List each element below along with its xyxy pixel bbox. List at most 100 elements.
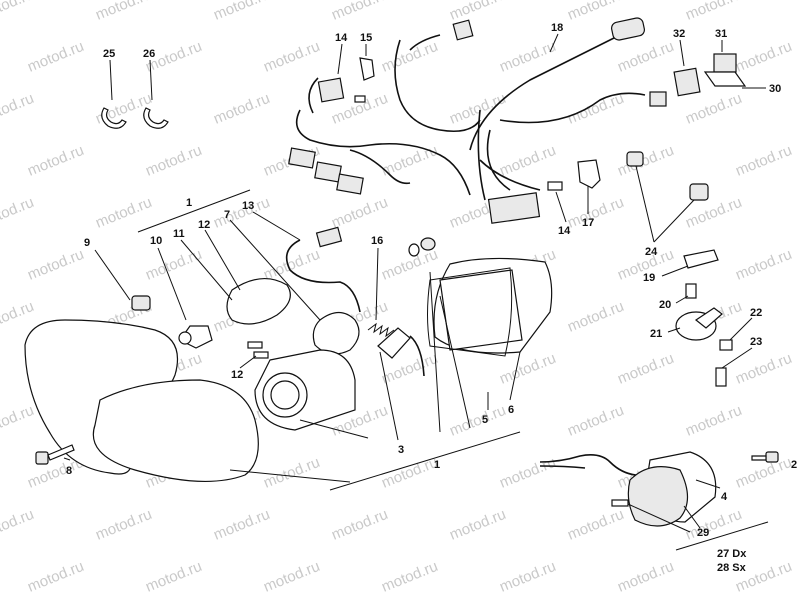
wiring-harness-drawing <box>288 17 667 224</box>
callout-6: 6 <box>508 404 514 416</box>
adjuster-21-drawing <box>675 307 723 341</box>
callout-20: 20 <box>659 299 671 311</box>
watermark-text: motod.ru <box>0 298 36 336</box>
watermark-text: motod.ru <box>379 558 440 596</box>
screw-20-drawing <box>685 283 697 299</box>
callout-22: 22 <box>750 307 762 319</box>
callout-23: 23 <box>750 336 762 348</box>
watermark-text: motod.ru <box>683 402 744 440</box>
watermark-text: motod.ru <box>447 506 508 544</box>
callout-3: 3 <box>398 444 404 456</box>
bulb-socket-drawing <box>377 327 425 377</box>
watermark-text: motod.ru <box>0 402 36 440</box>
callout-16: 16 <box>371 235 383 247</box>
watermark-text: motod.ru <box>93 0 154 24</box>
seal-5-drawing <box>427 267 513 357</box>
watermark-text: motod.ru <box>329 194 390 232</box>
watermark-text: motod.ru <box>0 0 36 24</box>
callout-13: 13 <box>242 200 254 212</box>
watermark-text: motod.ru <box>733 246 794 284</box>
bracket-30-31-drawing <box>703 53 747 87</box>
callout-1-bottom: 1 <box>434 459 440 471</box>
callout-12-top: 12 <box>198 219 210 231</box>
watermark-text: motod.ru <box>25 142 86 180</box>
watermark-text: motod.ru <box>0 194 36 232</box>
watermark-text: motod.ru <box>93 506 154 544</box>
callout-29: 29 <box>697 527 709 539</box>
callout-14-right: 14 <box>558 225 571 237</box>
callout-27: 27 Dx <box>717 548 747 560</box>
screw-23-drawing <box>715 367 727 387</box>
callout-12-bottom: 12 <box>231 369 243 381</box>
callout-24: 24 <box>645 246 658 258</box>
relay-32-drawing <box>673 67 701 97</box>
callout-30: 30 <box>769 83 781 95</box>
clamp-25-drawing <box>101 107 127 129</box>
callout-28: 28 Sx <box>717 562 747 574</box>
clip-17-drawing <box>577 159 601 189</box>
watermark-text: motod.ru <box>143 558 204 596</box>
watermark-text: motod.ru <box>143 142 204 180</box>
watermark-text: motod.ru <box>683 90 744 128</box>
watermark-text: motod.ru <box>211 506 272 544</box>
callout-11: 11 <box>173 228 185 240</box>
watermark-text: motod.ru <box>615 350 676 388</box>
watermark-text: motod.ru <box>93 194 154 232</box>
grommet-24-drawing <box>626 151 709 201</box>
callout-4: 4 <box>721 491 728 503</box>
clamp-26-drawing <box>143 107 169 129</box>
watermark-text: motod.ru <box>615 558 676 596</box>
watermark-text: motod.ru <box>447 0 508 24</box>
callout-5: 5 <box>482 414 488 426</box>
watermark-text: motod.ru <box>0 506 36 544</box>
watermark-text: motod.ru <box>497 454 558 492</box>
callout-25: 25 <box>103 48 115 60</box>
projector-3-drawing <box>254 349 356 431</box>
callout-9: 9 <box>84 237 90 249</box>
watermark-text: motod.ru <box>733 38 794 76</box>
watermark-text: motod.ru <box>329 0 390 24</box>
watermark-text: motod.ru <box>497 350 558 388</box>
callout-31: 31 <box>715 28 727 40</box>
watermark-text: motod.ru <box>565 0 626 24</box>
callout-18: 18 <box>551 22 563 34</box>
watermark-text: motod.ru <box>379 38 440 76</box>
rings-drawing <box>408 237 436 257</box>
watermark-text: motod.ru <box>733 350 794 388</box>
bolt-14-drawing <box>547 181 563 191</box>
callout-15: 15 <box>360 32 372 44</box>
watermark-text: motod.ru <box>497 558 558 596</box>
bolt-8-drawing <box>35 444 75 465</box>
watermark-text: motod.ru <box>211 90 272 128</box>
watermark-text: motod.ru <box>733 142 794 180</box>
lens-6-drawing <box>433 257 553 354</box>
bulb-10-drawing <box>178 325 213 349</box>
watermark-text: motod.ru <box>25 558 86 596</box>
watermark-text: motod.ru <box>565 506 626 544</box>
part-drawings <box>24 17 779 527</box>
callout-2: 2 <box>791 459 797 471</box>
watermark-text: motod.ru <box>615 142 676 180</box>
watermark-text: motod.ru <box>143 246 204 284</box>
fairing-body-drawing <box>24 319 259 483</box>
screw-29-drawing <box>611 499 629 507</box>
watermark-text: motod.ru <box>25 38 86 76</box>
watermark-text: motod.ru <box>565 194 626 232</box>
callout-1-top: 1 <box>186 197 192 209</box>
watermark-text: motod.ru <box>565 298 626 336</box>
watermark-text: motod.ru <box>261 38 322 76</box>
callout-7: 7 <box>224 209 230 221</box>
watermark-text: motod.ru <box>683 0 744 24</box>
spring-16-drawing <box>367 322 395 338</box>
bulbs-12-drawing <box>247 341 269 359</box>
watermark-text: motod.ru <box>25 246 86 284</box>
callout-labels: 25 26 14 15 18 32 31 30 1 9 10 11 12 7 1… <box>66 22 797 574</box>
headlight-housing-7-drawing <box>226 278 360 355</box>
watermark-text: motod.ru <box>565 90 626 128</box>
bulb-holder-9-drawing <box>131 295 151 311</box>
watermark-text: motod.ru <box>329 506 390 544</box>
callout-17: 17 <box>582 217 594 229</box>
nut-22-drawing <box>719 339 733 351</box>
watermark-text: motod.ru <box>261 454 322 492</box>
watermark-text: motod.ru <box>447 402 508 440</box>
